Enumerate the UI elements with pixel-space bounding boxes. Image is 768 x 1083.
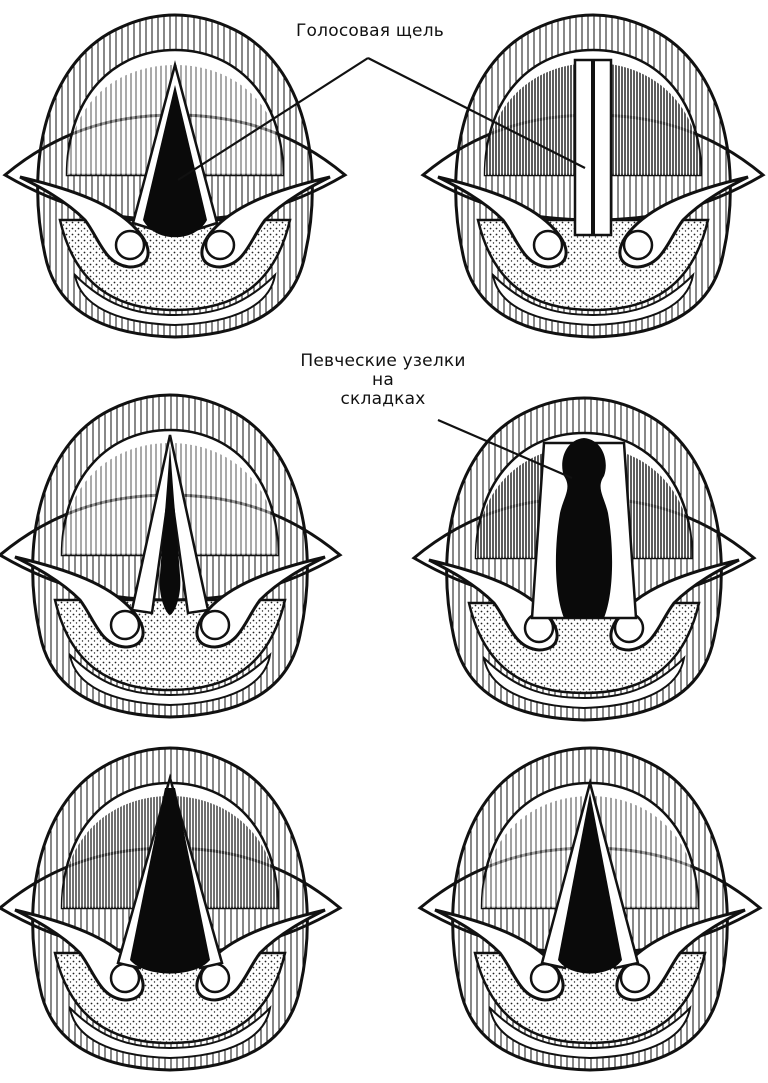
nodules-label-line-3: складках [268,390,498,409]
larynx-panel-nodules [414,398,754,720]
larynx-panel-open-narrow [420,748,760,1070]
larynx-panel-open-wide [0,748,340,1070]
larynx-panel-partial-posterior [0,395,340,717]
larynx-panel-closed-line [423,15,763,337]
glottis-label: Голосовая щель [280,22,460,41]
larynx-panel-open-triangle [5,15,345,337]
nodules-label-line-2: на [268,371,498,390]
nodules-label-line-1: Певческие узелки [268,352,498,371]
nodules-label: Певческие узелки на складках [268,352,498,409]
